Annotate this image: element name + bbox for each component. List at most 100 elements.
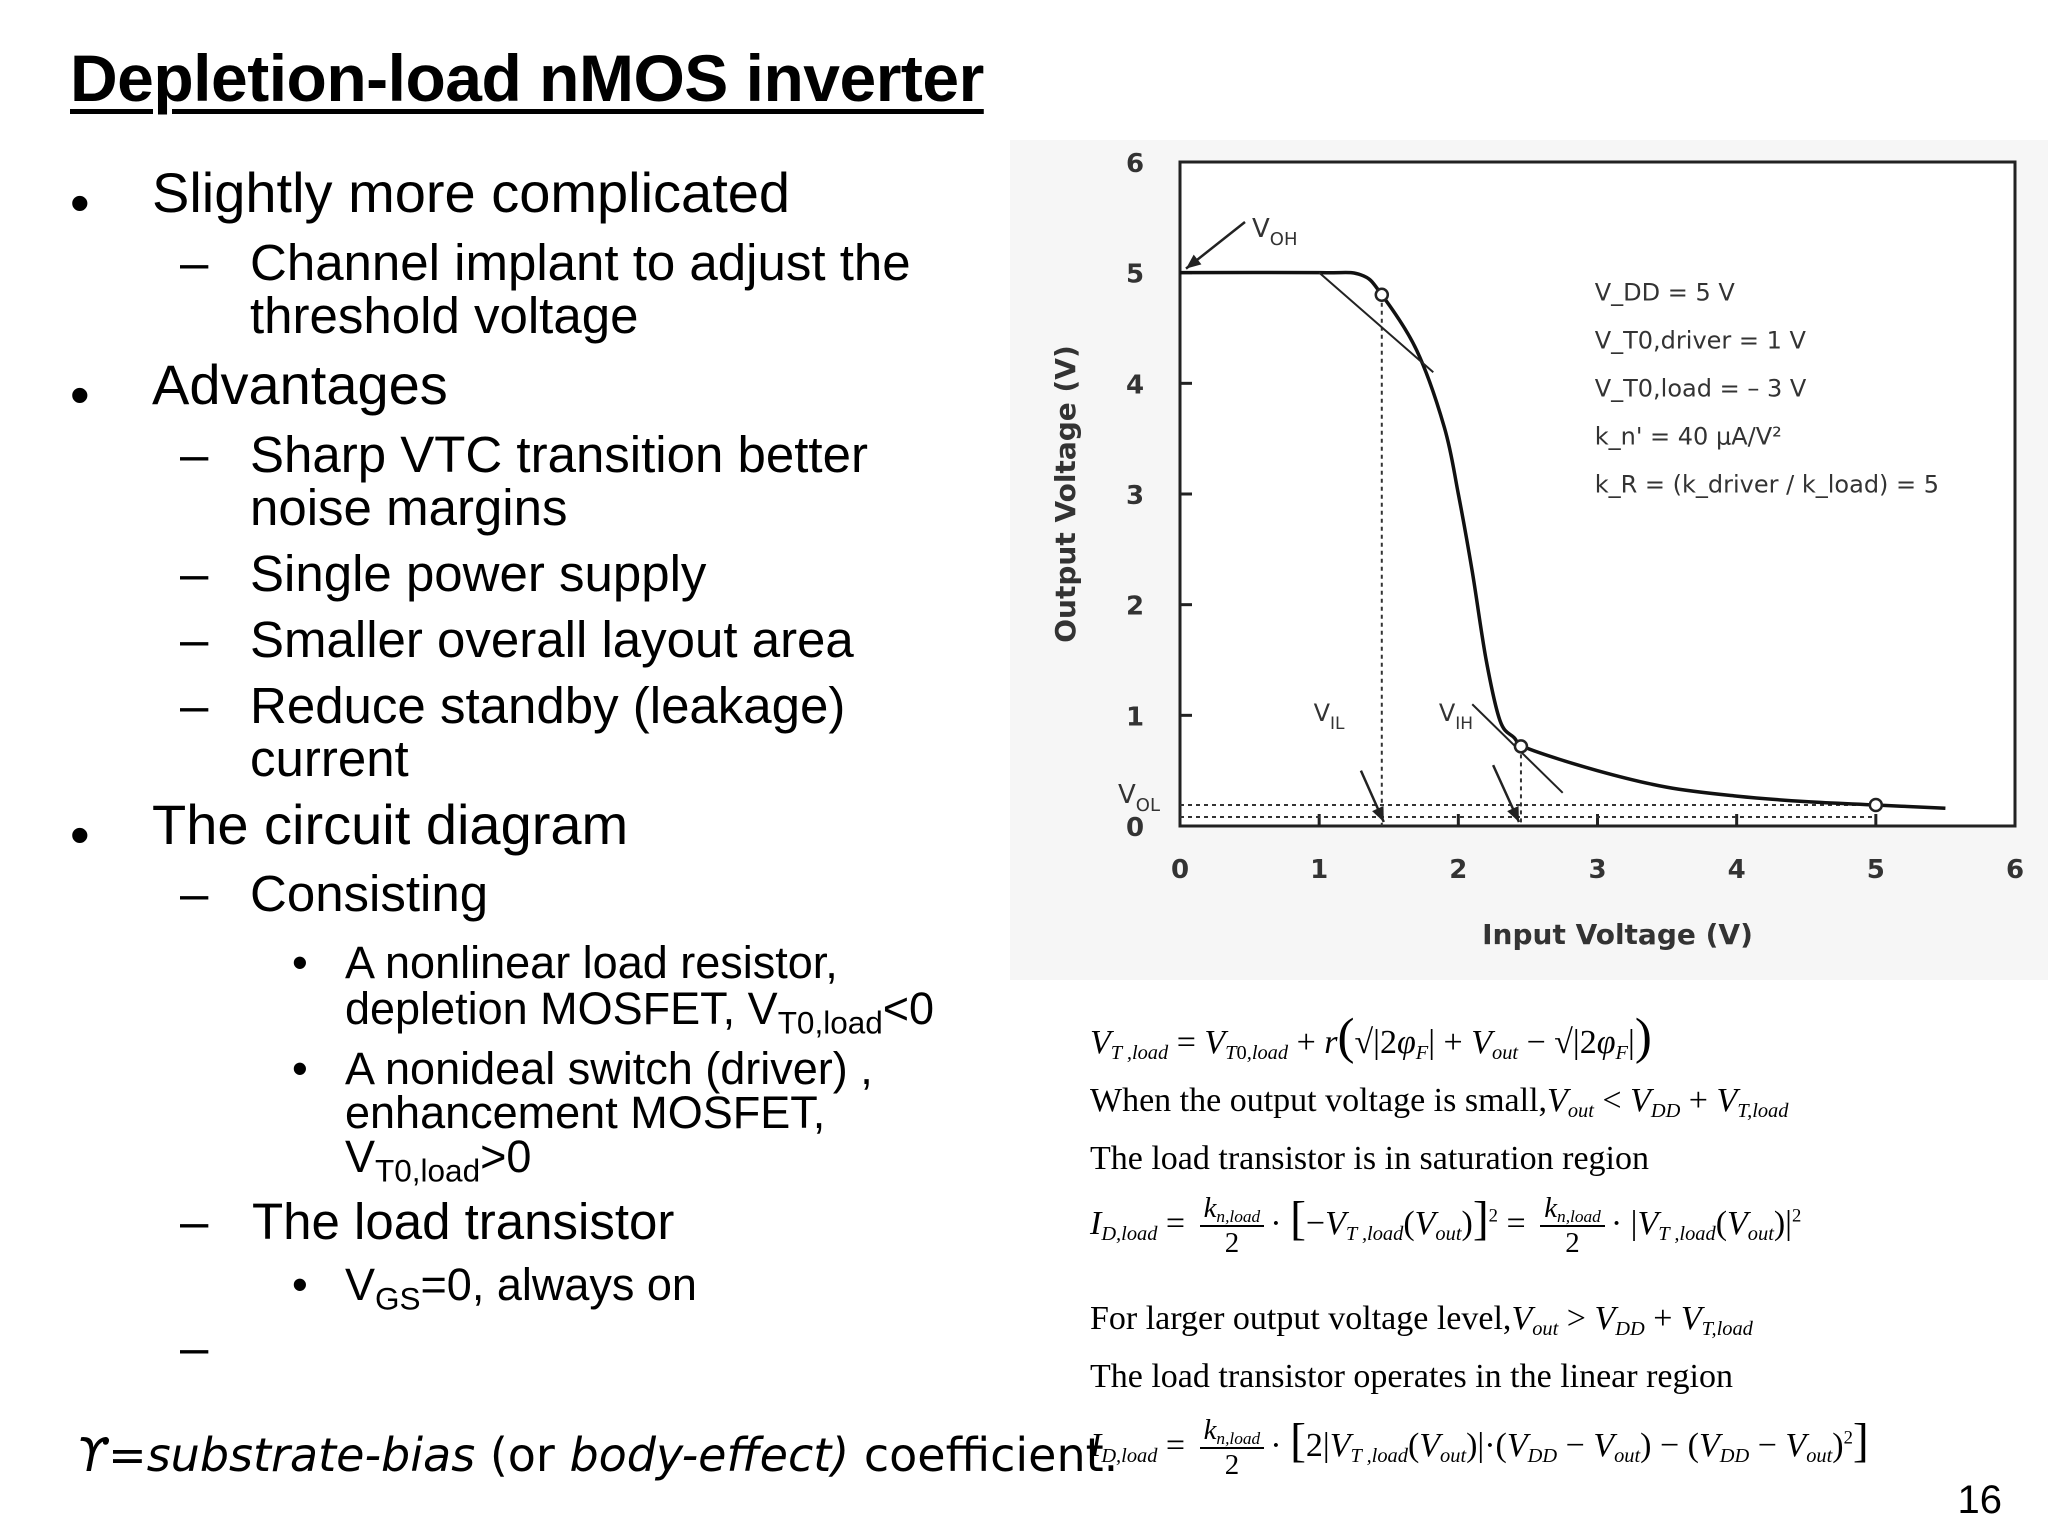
x-tick-label: 3 xyxy=(1588,855,1606,885)
subscript: GS xyxy=(375,1280,421,1317)
bullet-dot-small: • xyxy=(292,937,308,988)
bullet-item: Slightly more complicated xyxy=(152,161,791,224)
coefficient-note: ϒ=substrate-bias (or body-effect) coeffi… xyxy=(76,1428,1118,1482)
equation-text-line: The load transistor is in saturation reg… xyxy=(1090,1140,1649,1177)
sub-bullet-item: Smaller overall layout area xyxy=(250,611,854,668)
dash-mark: – xyxy=(180,677,209,734)
voh-arrow-head xyxy=(1186,254,1202,269)
curve-point xyxy=(1868,797,1884,813)
arrows xyxy=(1185,221,1521,823)
bullet-dot: • xyxy=(70,363,90,426)
x-tick-label: 6 xyxy=(2006,855,2024,885)
sub-bullet-item: The load transistor xyxy=(252,1193,675,1250)
bullet-dot: • xyxy=(70,803,90,866)
curve-point xyxy=(1374,287,1390,303)
vtc-chart: 0 1 2 3 4 5 6 0 1 2 3 4 5 6 Output Voltage (V) Input… xyxy=(1049,149,2024,951)
parameter-annotation: V_DD = 5 V xyxy=(1595,278,1736,306)
reference-lines xyxy=(1180,294,1876,826)
sub-bullet-item: noise margins xyxy=(250,479,568,536)
slide-title: Depletion-load nMOS inverter xyxy=(70,41,984,115)
page-number: 16 xyxy=(1957,1478,2003,1522)
text-run: substrate-bias xyxy=(146,1428,476,1482)
parameter-annotation: k_R = (k_driver / k_load) = 5 xyxy=(1595,470,1939,498)
bullet-item: The circuit diagram xyxy=(152,793,629,856)
equation-text-line: When the output voltage is small,Vout < … xyxy=(1090,1082,1789,1123)
dash-mark: – xyxy=(180,611,209,668)
subscript: T0,load xyxy=(375,1152,481,1189)
equation-text-line: For larger output voltage level,Vout > V… xyxy=(1090,1300,1753,1341)
text-run: When the output voltage is small, xyxy=(1090,1082,1548,1119)
text-run: (or xyxy=(475,1428,570,1482)
vol-label: VOL xyxy=(1118,780,1160,816)
sub-bullet-item: Single power supply xyxy=(250,545,707,602)
vil-arrow-head xyxy=(1372,806,1384,822)
sub-sub-bullet-item: A nonlinear load resistor, xyxy=(345,937,838,988)
voh-label: VOH xyxy=(1252,214,1298,250)
dash-mark: – xyxy=(180,865,209,922)
tangent-vil xyxy=(1318,271,1434,374)
dash-mark: – xyxy=(180,234,209,291)
parameter-annotation: V_T0,driver = 1 V xyxy=(1595,326,1807,354)
y-ticks: 0 1 2 3 4 5 6 xyxy=(1126,149,1192,843)
x-tick-label: 4 xyxy=(1728,855,1746,885)
sub-sub-bullet-item: enhancement MOSFET, xyxy=(345,1087,826,1138)
sub-sub-bullet-item: VT0,load>0 xyxy=(345,1131,532,1187)
vih-arrow-head xyxy=(1507,806,1519,822)
vtc-curve xyxy=(1179,270,1946,811)
text-run: =0, always on xyxy=(420,1259,697,1310)
parameter-annotation: V_T0,load = – 3 V xyxy=(1595,374,1807,402)
sub-sub-bullet-item: VGS=0, always on xyxy=(345,1259,697,1315)
x-tick-label: 0 xyxy=(1171,855,1189,885)
vtc-chart-panel: 0 1 2 3 4 5 6 0 1 2 3 4 5 6 Output Voltage (V) Input… xyxy=(1010,140,2048,980)
sub-bullet-item: Consisting xyxy=(250,865,489,922)
x-axis-label: Input Voltage (V) xyxy=(1482,918,1753,951)
vih-label: VIH xyxy=(1439,699,1473,734)
y-tick-label: 5 xyxy=(1126,260,1144,290)
curve-points xyxy=(1374,287,1884,813)
sub-bullet-item: Reduce standby (leakage) xyxy=(250,677,846,734)
x-tick-label: 2 xyxy=(1449,855,1467,885)
y-tick-label: 4 xyxy=(1126,370,1144,400)
sub-bullet-item: threshold voltage xyxy=(250,287,639,344)
text-run: >0 xyxy=(480,1131,532,1182)
x-tick-label: 1 xyxy=(1310,855,1328,885)
y-tick-label: 2 xyxy=(1126,592,1144,622)
bullet-item: Advantages xyxy=(152,353,448,416)
vil-label: VIL xyxy=(1314,699,1345,734)
curve-point xyxy=(1513,739,1529,754)
text-run: For larger output voltage level, xyxy=(1090,1300,1512,1337)
text-run: depletion MOSFET, V xyxy=(345,983,778,1034)
y-tick-label: 3 xyxy=(1126,481,1144,511)
dash-mark: – xyxy=(180,1319,209,1376)
dash-mark: – xyxy=(180,545,209,602)
equation-text-line: The load transistor operates in the line… xyxy=(1090,1358,1733,1395)
sub-bullet-item: current xyxy=(250,730,409,787)
y-tick-label: 6 xyxy=(1126,149,1144,179)
text-run: V xyxy=(345,1259,376,1310)
gamma-symbol: ϒ xyxy=(76,1428,109,1482)
bullet-dot: • xyxy=(70,171,90,234)
text-run: coefficient. xyxy=(849,1428,1119,1482)
parameter-annotations: V_DD = 5 V V_T0,driver = 1 V V_T0,load = –… xyxy=(1595,278,1939,498)
x-tick-label: 5 xyxy=(1867,855,1885,885)
sub-bullet-item: Sharp VTC transition better xyxy=(250,426,868,483)
equation-threshold: VT ,load = VT0,load + r(√|2φF| + Vout − … xyxy=(1090,1009,1652,1065)
text-run: <0 xyxy=(882,983,935,1034)
text-run: V xyxy=(345,1131,376,1182)
y-tick-label: 0 xyxy=(1126,813,1144,843)
bullet-dot-small: • xyxy=(292,1043,308,1094)
y-tick-label: 1 xyxy=(1126,702,1144,732)
y-axis-label: Output Voltage (V) xyxy=(1049,345,1082,643)
dash-mark: – xyxy=(180,426,209,483)
sub-bullet-item: Channel implant to adjust the xyxy=(250,234,911,291)
text-run: = xyxy=(108,1428,147,1482)
text-run: body-effect) xyxy=(569,1428,850,1482)
subscript: T0,load xyxy=(777,1004,883,1041)
sub-sub-bullet-item: depletion MOSFET, VT0,load<0 xyxy=(345,983,935,1039)
bullet-dot-small: • xyxy=(292,1259,308,1310)
sub-sub-bullet-item: A nonideal switch (driver) , xyxy=(345,1043,873,1094)
parameter-annotation: k_n' = 40 μA/V² xyxy=(1595,422,1782,450)
dash-mark: – xyxy=(180,1193,209,1250)
